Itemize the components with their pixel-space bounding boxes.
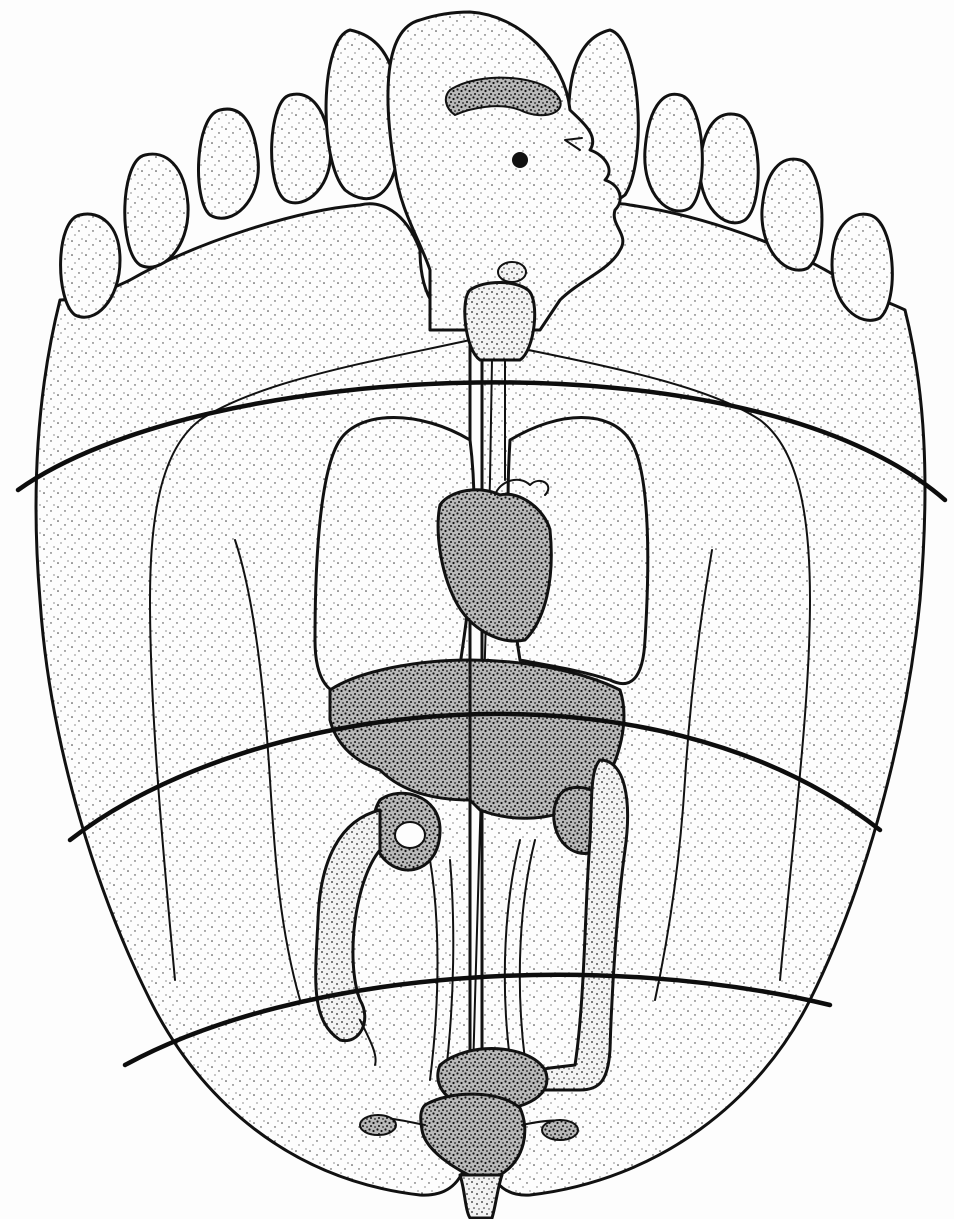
eye-icon — [512, 152, 528, 168]
right-foot-toe-4 — [645, 94, 703, 211]
right-foot-toe-3 — [700, 114, 758, 223]
left-foot-toe-3 — [199, 109, 259, 218]
left-foot-toe-4 — [272, 94, 331, 203]
left-foot-toe-2 — [125, 154, 188, 267]
